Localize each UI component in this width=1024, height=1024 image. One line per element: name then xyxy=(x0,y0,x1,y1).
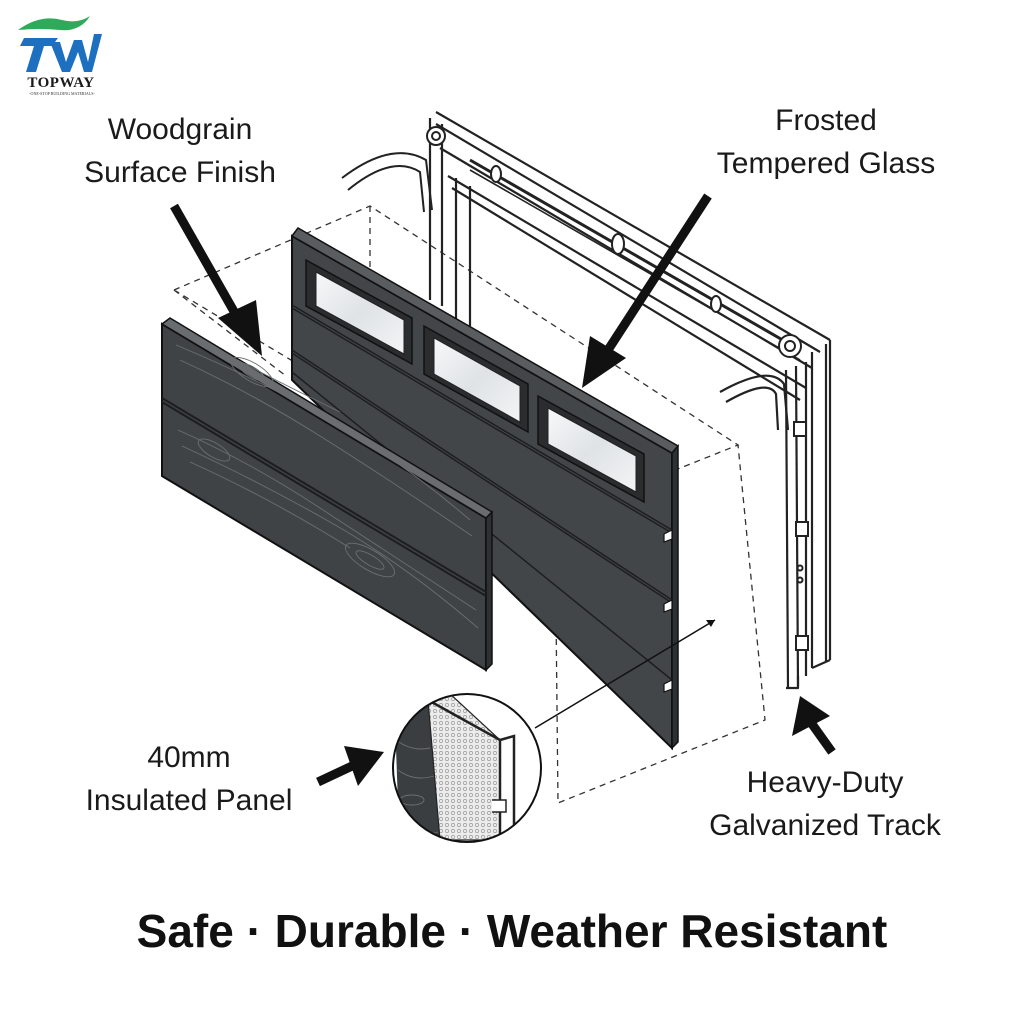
insulated-arrow-icon xyxy=(316,746,384,787)
woodgrain-panel xyxy=(160,317,494,672)
callout-track: Heavy-Duty Galvanized Track xyxy=(676,761,974,847)
frosted-glass-windows xyxy=(305,258,645,504)
woodgrain-texture xyxy=(175,337,479,629)
pulley-brackets xyxy=(426,126,809,651)
tagline: Safe · Durable · Weather Resistant xyxy=(136,905,888,957)
callout-track-line1: Heavy-Duty xyxy=(746,766,904,799)
callout-glass-line1: Frosted xyxy=(775,104,877,137)
track-arrow-icon xyxy=(792,696,836,755)
callout-arrows xyxy=(170,193,836,787)
glass-arrow-icon xyxy=(582,193,712,388)
callout-glass: Frosted Tempered Glass xyxy=(690,99,962,185)
topway-logo-icon xyxy=(18,16,102,72)
logo-tagline: -ONE-STOP BUILDING MATERIALS- xyxy=(29,91,95,96)
callout-glass-line2: Tempered Glass xyxy=(716,147,936,180)
callout-track-line2: Galvanized Track xyxy=(709,809,941,842)
track-frame-assembly xyxy=(341,111,832,690)
insulated-panel-cross-section xyxy=(392,693,542,843)
callout-insulated-line1: 40mm xyxy=(147,741,231,774)
glass-window-panel xyxy=(290,227,680,751)
magnifier-leader-line xyxy=(534,619,716,729)
callout-woodgrain: Woodgrain Surface Finish xyxy=(60,108,300,194)
callout-insulated: 40mm Insulated Panel xyxy=(58,736,320,822)
woodgrain-arrow-icon xyxy=(170,203,262,356)
logo-name: TOPWAY xyxy=(27,75,95,91)
callout-woodgrain-line2: Surface Finish xyxy=(84,156,276,189)
callout-insulated-line2: Insulated Panel xyxy=(85,784,293,817)
callout-woodgrain-line1: Woodgrain xyxy=(107,113,253,146)
